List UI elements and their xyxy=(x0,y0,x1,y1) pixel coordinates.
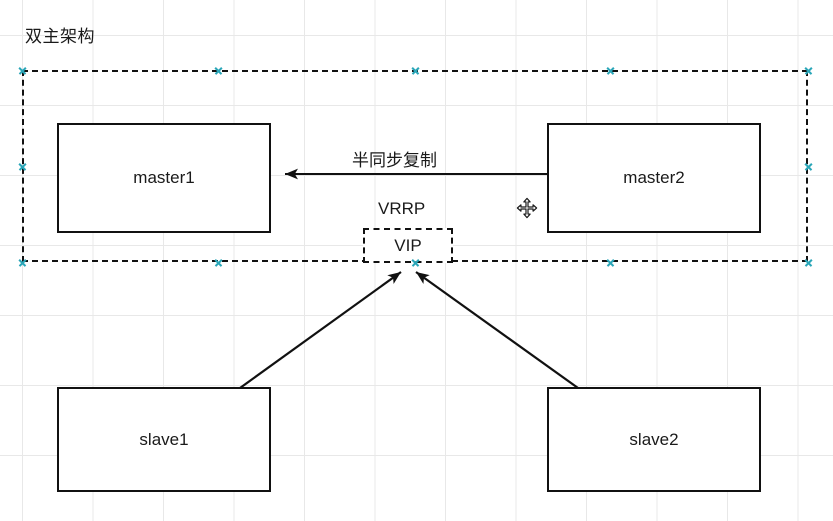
move-cursor-icon xyxy=(516,197,538,219)
node-slave2[interactable]: slave2 xyxy=(547,387,761,492)
edge-slave1-to-vip[interactable] xyxy=(239,271,402,389)
node-master2[interactable]: master2 xyxy=(547,123,761,233)
edge-slave2-to-vip[interactable] xyxy=(415,271,579,389)
node-master2-label: master2 xyxy=(623,168,685,187)
edge-label-vrrp: VRRP xyxy=(378,199,426,218)
page-title: 双主架构 xyxy=(25,27,95,46)
node-master1-label: master1 xyxy=(133,168,195,187)
node-master1[interactable]: master1 xyxy=(57,123,271,233)
node-slave1-label: slave1 xyxy=(139,429,189,449)
node-slave2-label: slave2 xyxy=(629,429,679,449)
node-slave1[interactable]: slave1 xyxy=(57,387,271,492)
edge-label-semisync: 半同步复制 xyxy=(352,151,437,170)
node-vip[interactable]: VIP xyxy=(363,228,453,263)
node-vip-label: VIP xyxy=(394,235,422,255)
